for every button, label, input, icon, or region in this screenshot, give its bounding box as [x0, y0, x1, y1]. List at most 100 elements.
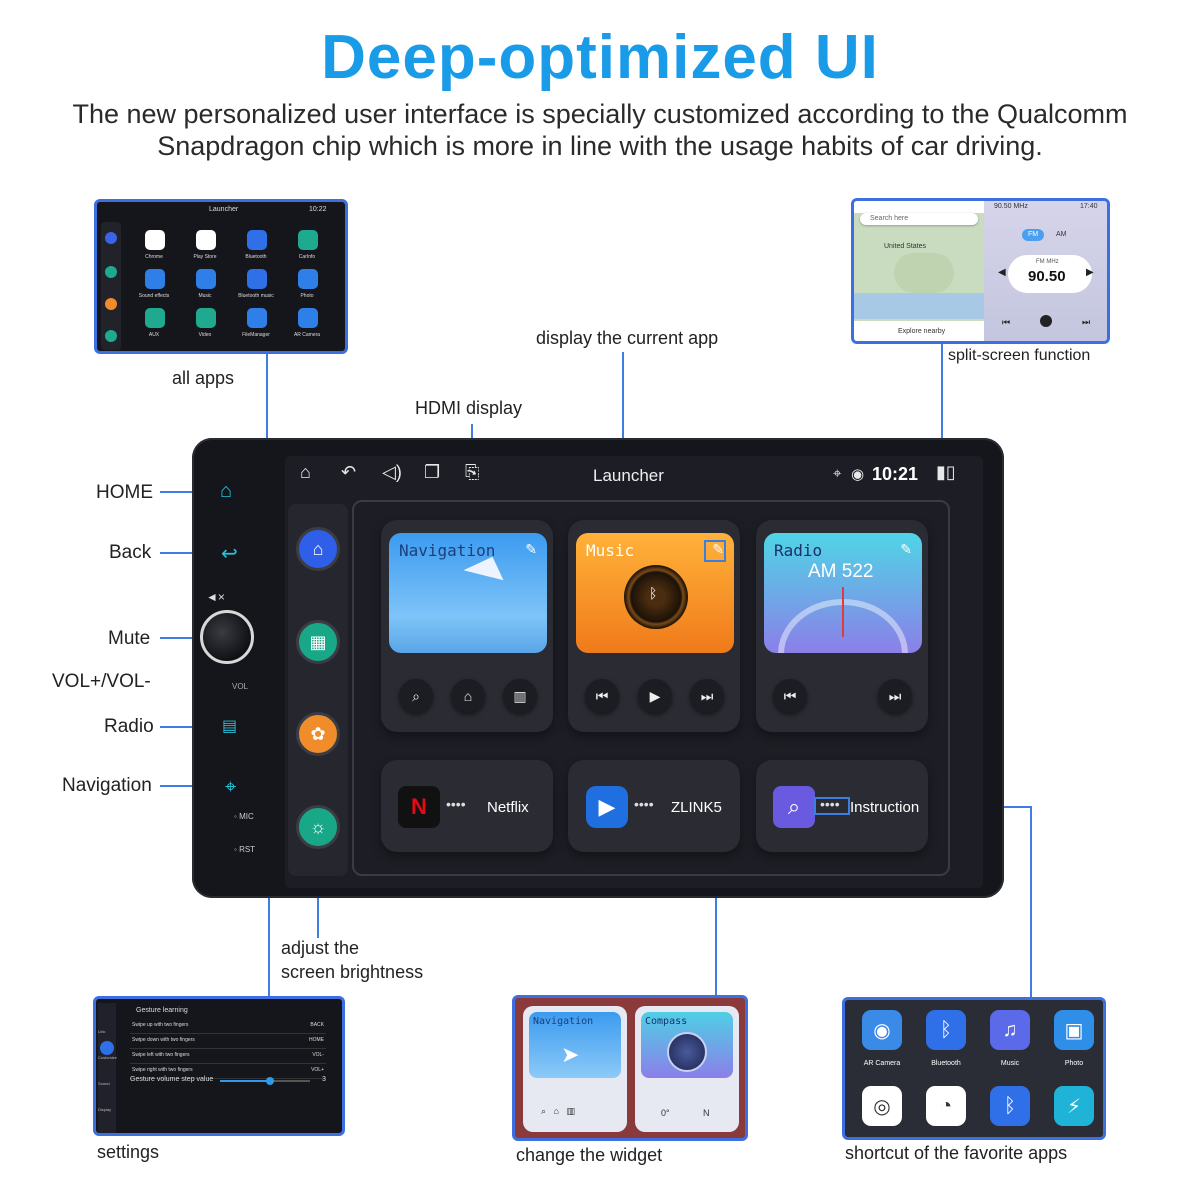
- thumb-app-item[interactable]: Play Store: [180, 228, 230, 266]
- settings-sidebar-label[interactable]: Display: [98, 1107, 112, 1112]
- instruction-icon: ⌕: [773, 786, 815, 828]
- thumb-app-label: Chrome: [145, 254, 163, 260]
- thumb-app-label: AUX: [148, 332, 160, 338]
- settings-sidebar-label[interactable]: System: [98, 1133, 112, 1136]
- thumb-app-label: Bluetooth: [245, 254, 267, 260]
- home-rail-button[interactable]: ⌂: [296, 527, 340, 571]
- radio-tile[interactable]: Radio ✎ AM 522: [764, 533, 922, 653]
- slider-track[interactable]: [220, 1077, 310, 1085]
- thumb-band-am: AM: [1056, 231, 1067, 238]
- thumb-compass-title: Compass: [645, 1016, 688, 1027]
- favorite-app-label: Photo: [1064, 1060, 1084, 1067]
- thumb-app-item[interactable]: Photo: [282, 267, 332, 305]
- settings-sidebar-label[interactable]: Customize: [98, 1055, 117, 1060]
- volume-icon[interactable]: ◁): [382, 462, 402, 482]
- radio-hw-icon[interactable]: ▤: [222, 718, 238, 735]
- favorite-app-icon: ♫: [990, 1010, 1030, 1050]
- thumb-radio-status: 90.50 MHz: [994, 203, 1028, 210]
- favorite-app-item[interactable]: ▣Photo: [1043, 1008, 1103, 1078]
- home-nav-icon[interactable]: ⌂: [451, 679, 485, 713]
- favorite-app-item[interactable]: ⚡AUX: [1043, 1084, 1103, 1137]
- thumb-app-icon: [247, 269, 267, 289]
- thumb-app-item[interactable]: AUX: [129, 306, 179, 344]
- rst-button[interactable]: ◦ RST: [234, 845, 256, 854]
- instruction-label: Instruction: [850, 799, 920, 816]
- thumb-app-item[interactable]: Sound effects: [129, 267, 179, 305]
- volume-knob[interactable]: [200, 610, 254, 664]
- previous-track-icon[interactable]: ⏮: [585, 679, 619, 713]
- caption-hdmi: HDMI display: [415, 398, 523, 418]
- thumb-app-item[interactable]: Video: [180, 306, 230, 344]
- slider-value: 3: [322, 1076, 326, 1083]
- thumb-map-country: United States: [884, 243, 927, 250]
- favorite-app-item[interactable]: ◉ AR Camera: [851, 1008, 913, 1078]
- zlink-label: ZLINK5: [671, 799, 722, 816]
- settings-sidebar-label[interactable]: Link: [98, 1029, 106, 1034]
- thumb-app-item[interactable]: Chrome: [129, 228, 179, 266]
- bluetooth-icon: ᛒ: [649, 585, 658, 601]
- thumb-pause-icon: [1040, 315, 1052, 327]
- favorite-app-item[interactable]: ◔CarInfo: [915, 1084, 977, 1137]
- thumb-freq-label: FM MHz: [1036, 259, 1059, 265]
- favorite-app-item[interactable]: ♫Music: [979, 1008, 1041, 1078]
- thumb-app-icon: [298, 230, 318, 250]
- building-icon[interactable]: ▥: [503, 679, 537, 713]
- thumb-map-explore: Explore nearby: [898, 328, 946, 335]
- thumb-app-icon: [145, 308, 165, 328]
- navigation-hw-icon[interactable]: ⌖: [225, 776, 237, 798]
- music-tile[interactable]: Music ✎ ᛒ: [576, 533, 734, 653]
- thumb-app-label: FileManager: [242, 332, 270, 338]
- label-navigation: Navigation: [62, 775, 152, 796]
- hdmi-icon[interactable]: ⎘: [465, 462, 480, 482]
- thumb-compass-widget: Compass 0° N: [635, 1006, 739, 1132]
- vinyl-disc-icon: ᛒ: [624, 565, 688, 629]
- location-icon: ⌖: [833, 465, 842, 482]
- back-icon[interactable]: ↶: [341, 462, 357, 482]
- all-apps-button[interactable]: ▦: [296, 620, 340, 664]
- edit-icon[interactable]: ✎: [712, 541, 724, 557]
- edit-icon[interactable]: ✎: [525, 541, 537, 557]
- thumb-app-item[interactable]: FileManager: [231, 306, 281, 344]
- dots: ••••: [820, 796, 840, 812]
- thumb-app-item[interactable]: Music: [180, 267, 230, 305]
- search-icon[interactable]: ⌕: [399, 679, 433, 713]
- thumb-nav-title: Navigation: [533, 1016, 594, 1027]
- thumb-app-item[interactable]: CarInfo: [282, 228, 332, 266]
- brightness-button[interactable]: ☼: [296, 805, 340, 849]
- callout-line-mute: [160, 637, 200, 639]
- radio-next-icon[interactable]: ⏭: [878, 679, 912, 713]
- edit-icon[interactable]: ✎: [900, 541, 912, 557]
- thumb-app-item[interactable]: Bluetooth: [231, 228, 281, 266]
- split-screen-icon[interactable]: ▮▯: [936, 462, 956, 482]
- favorite-app-item[interactable]: ◎Chrome: [851, 1084, 913, 1137]
- home-hw-icon[interactable]: ⌂: [220, 480, 233, 502]
- slider-knob[interactable]: [265, 1077, 274, 1085]
- radio-previous-icon[interactable]: ⏮: [773, 679, 807, 713]
- thumb-app-label: AR Camera: [293, 332, 321, 338]
- favorite-app-label: AR Camera: [863, 1060, 901, 1067]
- thumb-app-item[interactable]: Bluetooth music: [231, 267, 281, 305]
- compass-icon: [667, 1032, 707, 1072]
- settings-button[interactable]: ✿: [296, 712, 340, 756]
- back-hw-icon[interactable]: ↩: [221, 543, 238, 565]
- home-icon[interactable]: ⌂: [300, 462, 311, 482]
- play-icon[interactable]: ▶: [638, 679, 672, 713]
- next-track-icon[interactable]: ⏭: [690, 679, 724, 713]
- navigation-tile[interactable]: Navigation ✎: [389, 533, 547, 653]
- callout-line-radio: [160, 726, 218, 728]
- favorite-app-icon: ◉: [862, 1010, 902, 1050]
- thumb-rail: [101, 222, 121, 350]
- recent-apps-icon[interactable]: ❐: [424, 462, 441, 482]
- thumb-band-fm: FM: [1028, 231, 1039, 238]
- settings-sidebar-label[interactable]: Sound: [98, 1081, 110, 1086]
- favorite-app-icon: ◎: [862, 1086, 902, 1126]
- thumb-app-item[interactable]: AR Camera: [282, 306, 332, 344]
